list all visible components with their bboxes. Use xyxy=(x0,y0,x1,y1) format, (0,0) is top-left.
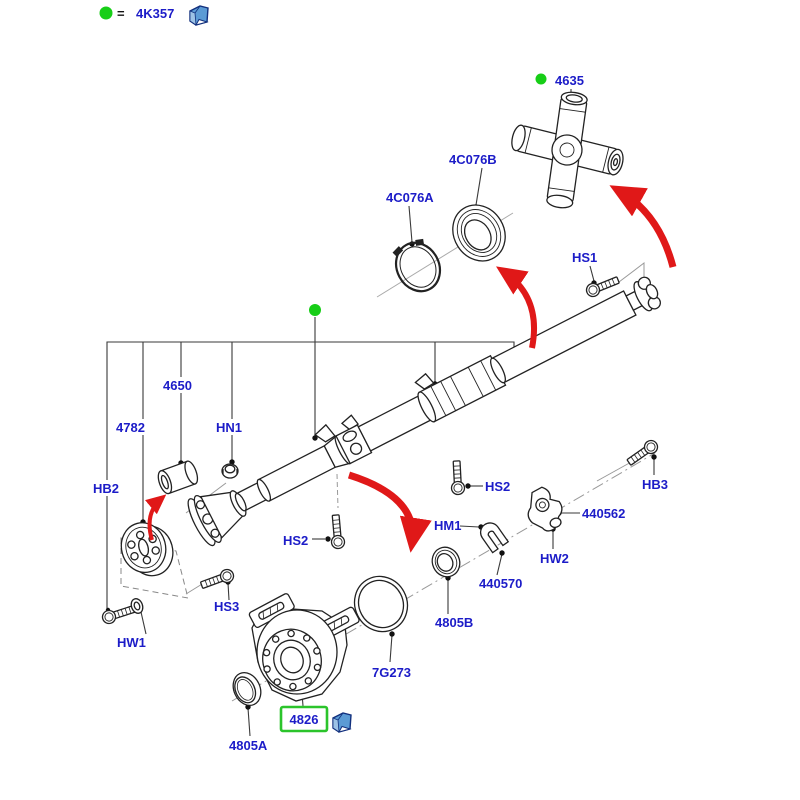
part-label-hm1[interactable]: HM1 xyxy=(434,518,461,533)
ring-4c076b-drawing xyxy=(452,204,506,262)
clamp-4c076a-drawing xyxy=(392,238,442,293)
part-label-4650[interactable]: 4650 xyxy=(163,378,192,393)
part-label-hw1[interactable]: HW1 xyxy=(117,635,146,650)
red-arrow-to-4635 xyxy=(609,185,677,268)
green-dot-4635 xyxy=(535,73,547,85)
part-label-hw2[interactable]: HW2 xyxy=(540,551,569,566)
ring-4805a-drawing xyxy=(232,671,262,707)
clip-440570-drawing xyxy=(480,522,510,554)
highlight-box-4826 xyxy=(279,705,329,733)
part-label-hs3[interactable]: HS3 xyxy=(214,599,239,614)
part-label-hs2-mid[interactable]: HS2 xyxy=(283,533,308,548)
nut-hn1-drawing xyxy=(221,463,239,479)
hw1-washer-drawing xyxy=(130,598,144,614)
part-label-4c076a[interactable]: 4C076A xyxy=(386,190,434,205)
hs2-bolt-right-drawing xyxy=(449,460,466,496)
document-icon[interactable] xyxy=(189,5,209,26)
red-arrow-to-rings xyxy=(496,266,538,349)
part-label-hn1[interactable]: HN1 xyxy=(216,420,242,435)
flex-disc-drawing xyxy=(120,522,174,577)
hs3-bolt-drawing xyxy=(198,567,236,592)
part-label-440562[interactable]: 440562 xyxy=(582,506,625,521)
part-label-4805a[interactable]: 4805A xyxy=(229,738,268,753)
part-label-4c076b[interactable]: 4C076B xyxy=(449,152,497,167)
hs2-bolt-mid-drawing xyxy=(328,513,346,550)
center-bearing-drawing xyxy=(248,593,360,702)
hb3-bolt-drawing xyxy=(624,437,661,469)
ring-7g273-drawing xyxy=(353,575,409,633)
part-label-4805b[interactable]: 4805B xyxy=(435,615,473,630)
bushing-4650-drawing xyxy=(157,460,199,495)
part-label-7g273[interactable]: 7G273 xyxy=(372,665,411,680)
document-icon[interactable] xyxy=(332,712,352,733)
red-arrows xyxy=(145,185,677,553)
part-label-4635[interactable]: 4635 xyxy=(555,73,584,88)
bracket-440562-drawing xyxy=(527,486,563,532)
u-joint-drawing xyxy=(511,91,624,209)
red-arrow-to-bearing xyxy=(347,471,432,553)
legend-equals: = xyxy=(117,6,125,21)
part-label-hs2-right[interactable]: HS2 xyxy=(485,479,510,494)
part-label-hb2[interactable]: HB2 xyxy=(93,481,119,496)
ring-4805b-drawing xyxy=(431,546,461,578)
part-label-440570[interactable]: 440570 xyxy=(479,576,522,591)
part-label-4826[interactable]: 4826 xyxy=(290,712,319,727)
part-label-4k357[interactable]: 4K357 xyxy=(136,6,174,21)
driveshaft-drawing xyxy=(187,276,661,547)
part-label-hs1[interactable]: HS1 xyxy=(572,250,597,265)
part-label-hb3[interactable]: HB3 xyxy=(642,477,668,492)
part-label-4782[interactable]: 4782 xyxy=(116,420,145,435)
red-arrow-to-bushing xyxy=(145,494,167,541)
green-dot-shaft xyxy=(309,304,321,316)
legend-green-dot-icon xyxy=(99,6,113,20)
labels: = 4K357 4635 4C076B 4C076A HS1 4650 4782… xyxy=(91,5,668,753)
